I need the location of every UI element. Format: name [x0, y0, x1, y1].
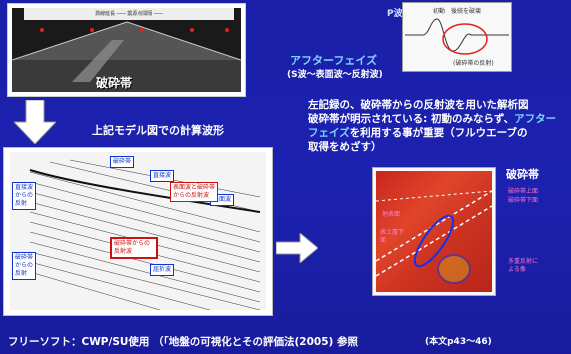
model-caption: 上記モデル図での計算波形 — [92, 124, 224, 137]
result-figure: 地表面 表土層下面 — [372, 167, 496, 296]
p-wave-label: P波 — [387, 9, 403, 19]
label-fault-bottom: 破砕帯下面 — [508, 197, 539, 204]
annotation-fault: 破砕帯 — [110, 156, 135, 168]
model-scale-bar: 測線延長 ─── 震源点間隔 ─── — [24, 8, 234, 20]
pwave-figure: 初動 後続を破壊 (破砕帯の反射) — [402, 2, 512, 72]
seismogram-traces — [29, 159, 261, 310]
result-image: 地表面 表土層下面 — [376, 171, 492, 292]
pwave-top-text: 初動 後続を破壊 — [433, 8, 482, 15]
para-line-2a: 破砕帯が明示されている: 初動のみならず、 — [308, 113, 515, 125]
annotation-direct: 直接波 — [150, 170, 175, 182]
model-drawing — [12, 21, 241, 92]
para-line-1: 左記録の、破砕帯からの反射波を用いた解析図 — [308, 99, 529, 111]
after-phase-label: アフターフェイズ — [290, 54, 378, 67]
result-title: 破砕帯 — [506, 168, 539, 181]
model-figure: 測線延長 ─── 震源点間隔 ─── 破砕帯 — [7, 3, 246, 97]
result-overlay — [376, 190, 492, 284]
label-multiple: 多重反射による像 — [508, 258, 539, 273]
para-line-2b: アフター — [514, 113, 557, 125]
left-label-direct: 直接波からの反射 — [12, 182, 36, 210]
waveform-image: 破砕帯 直接波 表面波 表面波と破砕帯からの反射波 破砕帯からの反射波 直接波か… — [10, 152, 266, 310]
para-line-4: 取得をめざす） — [308, 141, 382, 153]
footer-text: フリーソフト：CWP/SU使用 （「地盤の可視化とその評価法(2005) 参照 — [8, 336, 358, 348]
down-arrow-icon — [14, 100, 56, 144]
label-topsoil: 表土層下面 — [380, 229, 405, 244]
para-line-3b: を利用する事が重要（フルウエーブの — [349, 127, 528, 139]
label-fault-top: 破砕帯上面 — [508, 188, 539, 195]
waveform-figure: 破砕帯 直接波 表面波 表面波と破砕帯からの反射波 破砕帯からの反射波 直接波か… — [3, 147, 273, 316]
boxed-reflection-label: 破砕帯からの反射波 — [110, 237, 158, 259]
para-line-3: フェイズを利用する事が重要（フルウエーブの — [308, 126, 570, 140]
fault-zone-label: 破砕帯 — [96, 76, 133, 90]
explanation-paragraph: 左記録の、破砕帯からの反射波を用いた解析図 破砕帯が明示されている: 初動のみな… — [308, 98, 570, 154]
para-line-3a: フェイズ — [308, 127, 350, 139]
model-image: 測線延長 ─── 震源点間隔 ─── 破砕帯 — [12, 8, 241, 92]
pwave-bottom-text: (破砕帯の反射) — [453, 60, 494, 67]
left-label-fault: 破砕帯からの反射 — [12, 252, 36, 280]
pwave-trace — [405, 18, 509, 55]
annotation-refract: 屈折波 — [150, 264, 175, 276]
annotation-surface-reflect: 表面波と破砕帯からの反射波 — [170, 182, 218, 202]
right-arrow-icon — [276, 233, 318, 263]
after-phase-sub: (S波～表面波～反射波) — [287, 70, 383, 80]
label-surface: 地表面 — [382, 211, 401, 218]
para-line-2: 破砕帯が明示されている: 初動のみならず、アフター — [308, 112, 570, 126]
footer-ref: (本文p43～46) — [425, 337, 492, 347]
